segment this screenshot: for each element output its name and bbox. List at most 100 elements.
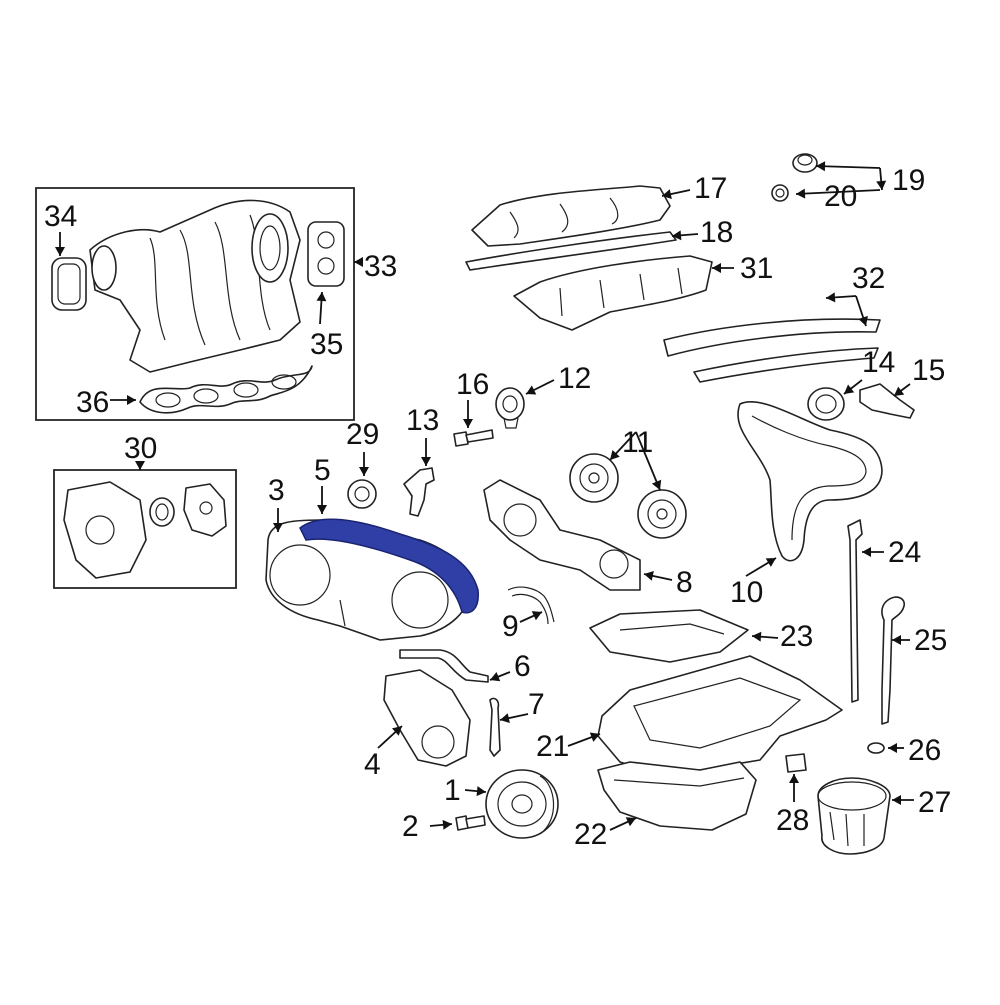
dipstick-24 — [847, 519, 863, 703]
callout-23: 23 — [780, 620, 813, 653]
arrowhead — [531, 611, 542, 621]
callout-13: 13 — [406, 404, 439, 437]
stud-28 — [785, 753, 807, 773]
sensor-13 — [403, 467, 435, 517]
timing-belt-10 — [737, 401, 883, 562]
callout-12: 12 — [558, 362, 591, 395]
arrowhead — [894, 386, 905, 396]
callout-14: 14 — [862, 346, 895, 379]
callout-19: 19 — [892, 164, 925, 197]
arrowhead — [789, 774, 799, 783]
callout-4: 4 — [364, 748, 381, 781]
arrowhead — [765, 558, 776, 567]
callout-17: 17 — [694, 172, 727, 205]
camshaft-pulley-11a — [569, 453, 619, 503]
arrowhead — [672, 230, 682, 241]
callout-26: 26 — [908, 734, 941, 767]
gasket-32 — [663, 318, 881, 383]
idler-12 — [495, 387, 525, 429]
oil-pan-lower-22 — [597, 761, 757, 831]
arrowhead — [644, 570, 654, 581]
gasket-35 — [307, 221, 345, 287]
callout-7: 7 — [528, 688, 545, 721]
callout-16: 16 — [456, 368, 489, 401]
arrowhead — [862, 547, 871, 557]
callout-9: 9 — [502, 610, 519, 643]
arrowhead — [273, 523, 283, 532]
dipstick-tube-25 — [881, 596, 906, 725]
bolt-16 — [453, 429, 494, 447]
o-ring-26 — [867, 742, 885, 754]
idler-pulley-14 — [807, 387, 845, 421]
leader-line — [795, 189, 881, 195]
arrowhead — [490, 672, 501, 682]
callout-labels: 1 2 3 4 5 6 7 8 9 10 11 12 13 14 15 16 1… — [44, 164, 951, 851]
callout-30: 30 — [124, 432, 157, 465]
callout-20: 20 — [824, 180, 857, 213]
lower-timing-cover-4 — [383, 669, 471, 767]
oil-pump-assembly — [63, 481, 227, 579]
oil-filter-27 — [817, 777, 891, 855]
arrowhead — [651, 479, 662, 490]
group-box-30 — [53, 469, 237, 589]
timing-belt-5 — [299, 518, 479, 614]
arrowhead — [662, 189, 672, 200]
callout-29: 29 — [346, 418, 379, 451]
callout-21: 21 — [536, 730, 569, 763]
timing-belt-plate-8 — [483, 479, 641, 591]
arrowhead — [359, 467, 369, 476]
arrowhead — [844, 384, 855, 394]
arrowhead — [391, 726, 402, 736]
callout-2: 2 — [402, 810, 419, 843]
callout-27: 27 — [918, 786, 951, 819]
oil-pan-baffle-23 — [589, 609, 749, 663]
callout-25: 25 — [914, 624, 947, 657]
group-box-33 — [35, 187, 355, 421]
cylinder-head-cover — [471, 185, 671, 247]
arrowhead — [888, 743, 897, 753]
arrowhead — [752, 631, 762, 642]
callout-1: 1 — [444, 774, 461, 807]
oil-pan-upper-21 — [597, 655, 843, 777]
callout-32: 32 — [852, 262, 885, 295]
callout-18: 18 — [700, 216, 733, 249]
cover-gasket-18 — [465, 231, 677, 271]
callout-22: 22 — [574, 818, 607, 851]
callout-36: 36 — [76, 386, 109, 419]
arrowhead — [876, 180, 887, 190]
arrowhead — [826, 292, 836, 303]
arrowhead — [796, 188, 806, 199]
arrowhead — [610, 450, 620, 460]
callout-5: 5 — [314, 454, 331, 487]
arrowhead — [816, 161, 826, 172]
leader-line — [815, 165, 881, 169]
arrowhead — [354, 257, 363, 267]
arrowhead — [589, 732, 600, 742]
tensioner-15 — [859, 383, 915, 419]
arrowhead — [858, 315, 868, 326]
callout-15: 15 — [912, 354, 945, 387]
leader-line — [635, 431, 661, 491]
callout-28: 28 — [776, 804, 809, 837]
callout-3: 3 — [268, 474, 285, 507]
arrowhead — [55, 247, 65, 256]
callout-11: 11 — [622, 426, 653, 459]
leader-lines — [55, 161, 914, 831]
arrowhead — [442, 819, 452, 830]
tube-6 — [399, 649, 489, 683]
gasket-9 — [507, 586, 555, 625]
gasket-36 — [139, 365, 313, 414]
oil-filler-cap — [771, 153, 818, 202]
arrowhead — [500, 713, 510, 724]
intake-manifold — [89, 199, 301, 373]
callout-33: 33 — [364, 250, 397, 283]
callout-31: 31 — [740, 252, 773, 285]
arrowhead — [317, 505, 327, 514]
arrowhead — [476, 786, 486, 797]
bolt-2 — [455, 815, 486, 831]
callout-35: 35 — [310, 328, 343, 361]
arrowhead — [526, 385, 537, 395]
callout-6: 6 — [514, 650, 531, 683]
